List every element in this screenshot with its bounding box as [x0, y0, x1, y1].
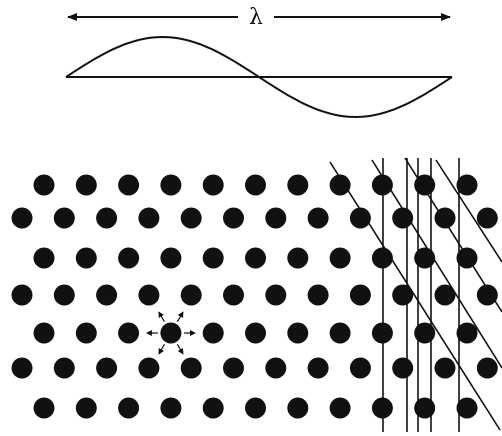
- lattice-atom: [392, 207, 414, 229]
- lattice-atom: [202, 322, 224, 344]
- lattice-atom: [329, 174, 351, 196]
- diagonal-line: [435, 159, 502, 263]
- lattice-atom: [349, 284, 371, 306]
- lattice-atom: [414, 322, 436, 344]
- lattice-atom: [476, 357, 498, 379]
- lattice-atom: [307, 207, 329, 229]
- lattice-atom: [33, 174, 55, 196]
- diagonal-lines: [329, 157, 502, 431]
- lattice-atom: [307, 284, 329, 306]
- diagonal-line: [404, 157, 502, 313]
- vertical-lines: [382, 158, 460, 432]
- lattice-atom: [414, 397, 436, 419]
- lattice-atom: [245, 397, 266, 419]
- lattice-atom: [349, 207, 371, 229]
- lattice-atom: [392, 357, 414, 379]
- neighbor-arrow: [158, 311, 165, 323]
- lattice-atom: [307, 357, 329, 379]
- wave-curve: [65, 35, 453, 119]
- lattice-atom: [75, 247, 97, 269]
- lattice-atom: [118, 397, 140, 419]
- lattice-atom: [96, 284, 118, 306]
- neighbor-arrow: [176, 343, 184, 355]
- lattice-atom: [33, 397, 55, 419]
- lattice-atom: [118, 247, 140, 269]
- atom-lattice: [11, 174, 498, 419]
- lattice-atom: [11, 284, 33, 306]
- diagonal-line: [371, 159, 502, 369]
- lattice-atom: [75, 174, 97, 196]
- lattice-atom: [180, 284, 202, 306]
- neighbor-arrow: [176, 311, 184, 323]
- lattice-atom: [180, 207, 202, 229]
- lattice-atom: [476, 284, 498, 306]
- lattice-atom: [75, 322, 97, 344]
- lattice-atom: [160, 174, 182, 196]
- lattice-atom: [33, 322, 55, 344]
- lattice-atom: [53, 284, 75, 306]
- lattice-atom: [202, 174, 224, 196]
- lattice-atom: [223, 207, 244, 229]
- lattice-atom: [33, 247, 55, 269]
- lattice-atom: [434, 357, 456, 379]
- wavelength-label: λ: [249, 5, 263, 30]
- lattice-atom: [96, 357, 118, 379]
- sine-wave: [65, 35, 453, 119]
- lattice-atom: [138, 284, 160, 306]
- lattice-atom: [223, 357, 244, 379]
- lattice-atom: [118, 174, 140, 196]
- lattice-atom: [75, 397, 97, 419]
- lattice-atom: [456, 397, 478, 419]
- lattice-atom: [456, 247, 478, 269]
- lattice-atom: [287, 174, 309, 196]
- lattice-atom: [265, 207, 287, 229]
- lattice-atom: [329, 397, 351, 419]
- highlighted-atom: [160, 322, 182, 344]
- lattice-atom: [434, 284, 456, 306]
- lattice-atom: [329, 322, 351, 344]
- lattice-atom: [96, 207, 118, 229]
- lattice-atom: [180, 357, 202, 379]
- lattice-atom: [245, 247, 266, 269]
- lattice-atom: [160, 397, 182, 419]
- lattice-atom: [53, 207, 75, 229]
- lattice-atom: [456, 322, 478, 344]
- lattice-atom: [11, 357, 33, 379]
- lattice-atom: [287, 397, 309, 419]
- wavelength-dimension: λ: [67, 5, 451, 30]
- lattice-atom: [287, 247, 309, 269]
- lattice-atom: [118, 322, 140, 344]
- lattice-atom: [245, 322, 266, 344]
- lattice-atom: [11, 207, 33, 229]
- lattice-atom: [287, 322, 309, 344]
- lattice-atom: [160, 247, 182, 269]
- lattice-atom: [138, 207, 160, 229]
- lattice-atom: [245, 174, 266, 196]
- lattice-atom: [138, 357, 160, 379]
- diagonal-line: [329, 161, 501, 431]
- lattice-atom: [53, 357, 75, 379]
- lattice-atom: [202, 247, 224, 269]
- neighbor-arrow: [158, 343, 165, 355]
- lattice-atom: [265, 357, 287, 379]
- lattice-atom: [202, 397, 224, 419]
- lattice-atom: [476, 207, 498, 229]
- lattice-atom: [223, 284, 244, 306]
- lattice-atom: [392, 284, 414, 306]
- lattice-atom: [265, 284, 287, 306]
- neighbor-arrows: [145, 311, 196, 355]
- lattice-atom: [349, 357, 371, 379]
- lattice-atom: [329, 247, 351, 269]
- lattice-atom: [456, 174, 478, 196]
